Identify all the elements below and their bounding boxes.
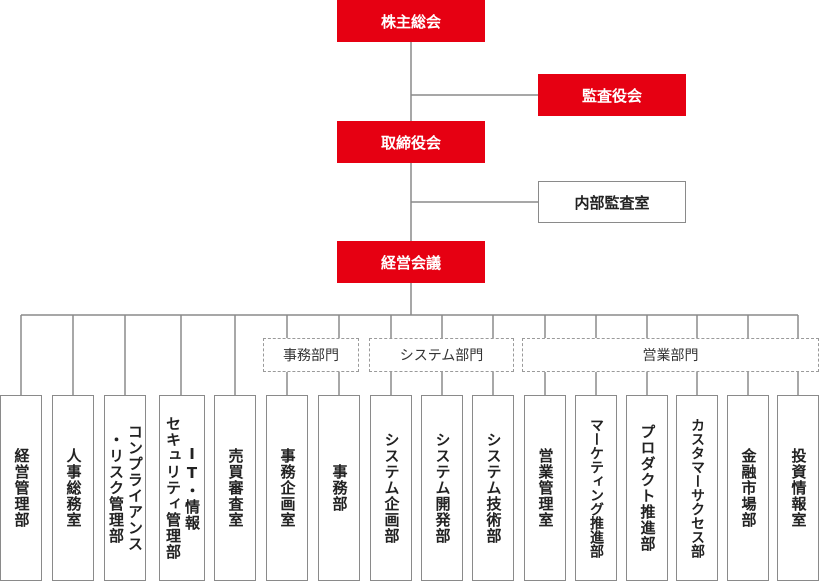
dept-label: 経営管理部 <box>12 448 31 528</box>
dept-box: 経営管理部 <box>0 395 42 581</box>
internal-audit-box: 内部監査室 <box>538 181 686 223</box>
system-division-label-box: システム部門 <box>369 338 514 372</box>
board-of-directors-box: 取締役会 <box>337 121 485 163</box>
dept-label: 事務企画室 <box>278 448 297 528</box>
audit-board-label: 監査役会 <box>581 86 642 105</box>
dept-label: IT・情報 セキュリティ管理部 <box>164 416 201 560</box>
dept-box: プロダクト推進部 <box>626 395 668 581</box>
board-of-directors-label: 取締役会 <box>380 133 441 152</box>
sales-division-label: 営業部門 <box>642 348 699 364</box>
dept-label: 事務部 <box>330 464 349 512</box>
dept-box: マーケティング推進部 <box>575 395 617 581</box>
dept-box: システム技術部 <box>472 395 514 581</box>
management-meeting-box: 経営会議 <box>337 241 485 283</box>
dept-label: システム企画部 <box>382 432 401 544</box>
dept-box: カスタマーサクセス部 <box>676 395 718 581</box>
management-meeting-label: 経営会議 <box>380 253 441 272</box>
dept-label: 人事総務室 <box>64 448 83 528</box>
dept-box: 金融市場部 <box>727 395 769 581</box>
dept-box: 事務部 <box>318 395 360 581</box>
dept-box: 事務企画室 <box>266 395 308 581</box>
dept-label: システム開発部 <box>433 432 452 544</box>
dept-box: システム開発部 <box>421 395 463 581</box>
dept-box: 売買審査室 <box>214 395 256 581</box>
dept-label: カスタマーサクセス部 <box>689 418 705 558</box>
audit-board-box: 監査役会 <box>538 74 686 116</box>
shareholders-meeting-box: 株主総会 <box>337 0 485 42</box>
shareholders-meeting-label: 株主総会 <box>380 12 441 31</box>
dept-box: 人事総務室 <box>52 395 94 581</box>
sales-division-label-box: 営業部門 <box>522 338 819 372</box>
dept-label: プロダクト推進部 <box>638 424 657 552</box>
admin-division-label-box: 事務部門 <box>263 338 359 372</box>
dept-box: コンプライアンス ・リスク管理部 <box>104 395 146 581</box>
admin-division-label: 事務部門 <box>283 348 339 364</box>
dept-box: IT・情報 セキュリティ管理部 <box>159 395 205 581</box>
dept-label: 投資情報室 <box>789 448 808 528</box>
dept-label: マーケティング推進部 <box>588 418 604 558</box>
dept-label: システム技術部 <box>484 432 503 544</box>
dept-label: 金融市場部 <box>739 448 758 528</box>
dept-label: コンプライアンス ・リスク管理部 <box>107 424 144 552</box>
dept-box: 投資情報室 <box>777 395 819 581</box>
dept-label: 営業管理室 <box>536 448 555 528</box>
dept-box: 営業管理室 <box>524 395 566 581</box>
internal-audit-label: 内部監査室 <box>574 193 650 212</box>
dept-label: 売買審査室 <box>226 448 245 528</box>
system-division-label: システム部門 <box>399 348 484 364</box>
dept-box: システム企画部 <box>370 395 412 581</box>
